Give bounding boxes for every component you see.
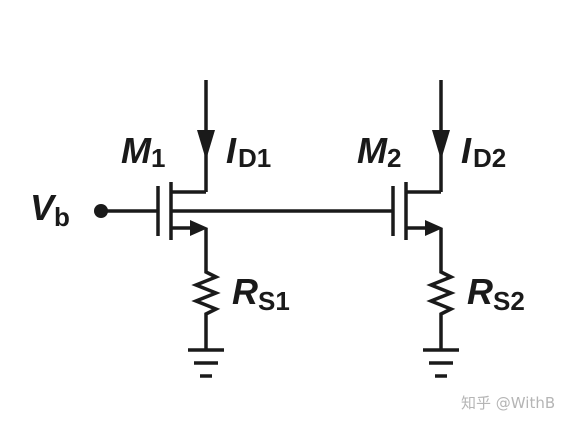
m2-transistor [391,182,443,266]
m1-label: M1 [121,130,165,173]
rs1-resistor [191,266,221,350]
vb-label: Vb [30,187,70,232]
rs1-label: RS1 [232,271,290,316]
id1-arrow [197,130,215,160]
ground-2 [423,348,459,378]
id2-arrow [432,130,450,160]
m2-source-arrow [425,220,443,236]
id1-label: ID1 [226,130,271,173]
rs2-label: RS2 [467,271,525,316]
watermark: 知乎 @WithB [461,394,555,412]
ground-1 [188,348,224,378]
rs2-resistor [426,266,456,350]
id2-label: ID2 [461,130,506,173]
m2-label: M2 [357,130,401,173]
vb-node [94,204,108,218]
m1-source-arrow [190,220,208,236]
